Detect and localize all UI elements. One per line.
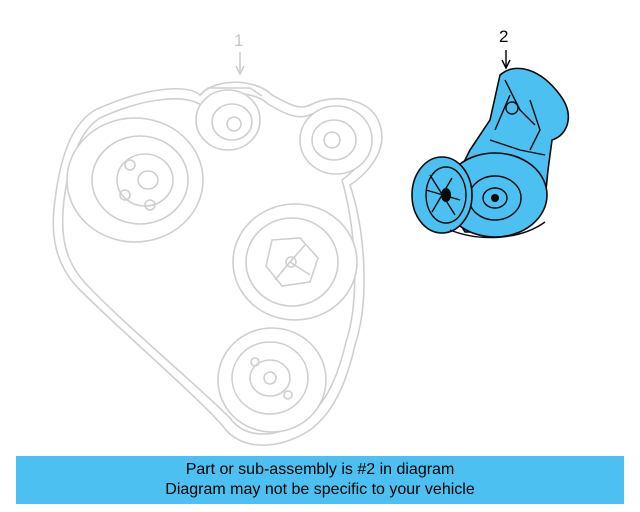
info-banner: Part or sub-assembly is #2 in diagram Di…: [16, 456, 624, 504]
callout-label-1: 1: [234, 31, 244, 50]
serpentine-belt: [52, 81, 383, 446]
banner-line-disclaimer: Diagram may not be specific to your vehi…: [165, 481, 475, 498]
parts-diagram: [52, 50, 570, 446]
serpentine-belt-assembly: [52, 52, 383, 446]
belt-tensioner-part: [411, 50, 570, 239]
callout-label-2: 2: [499, 27, 509, 46]
banner-line-part: Part or sub-assembly is #2 in diagram: [185, 461, 455, 478]
